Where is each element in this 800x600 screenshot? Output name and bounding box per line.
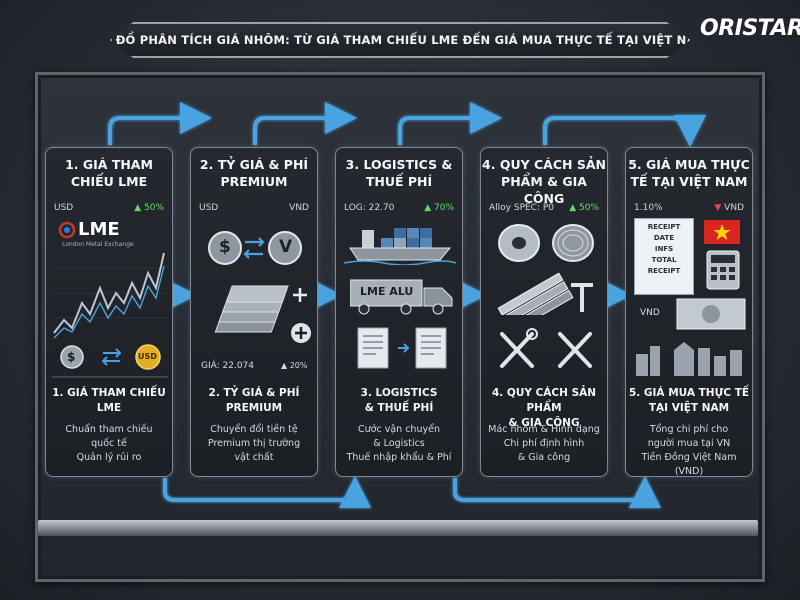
step-5-description: Tổng chi phí cho người mua tại VN Tiền Đ… [641, 424, 737, 477]
step-1-meta-right: ▲ 50% [134, 203, 164, 213]
step-4-meta-right: ▲ 50% [569, 203, 599, 213]
cash-stack-icon [214, 285, 311, 343]
vietnam-flag-icon [704, 220, 740, 244]
step-1-subtitle: 1. GIÁ THAM CHIẾU LME [52, 387, 166, 414]
truck-label: LME ALU [360, 285, 414, 298]
lme-logo-text: LME [78, 219, 120, 240]
price-change: ▲ 20% [281, 361, 308, 370]
usd-coin-label: USD [138, 352, 157, 361]
step-card-4: 4. QUY CÁCH SẢN PHẨM & GIA CÔNG Alloy SP… [480, 147, 608, 477]
step-card-5: 5. GIÁ MUA THỰC TẾ TẠI VIỆT NAM 1.10% ▼ … [625, 147, 753, 477]
step-2-meta-right: VND [289, 203, 309, 213]
step-1-description: Chuẩn tham chiếu quốc tế Quản lý rủi ro [65, 424, 153, 463]
step-4-description: Mác nhôm & Hình dạng Chi phí định hình &… [488, 424, 600, 463]
receipt-icon: RECEIPT DATE INFS TOTAL RECEIPT [634, 218, 694, 295]
step-1-title: 1. GIÁ THAM CHIẾU LME [65, 157, 153, 189]
step-2-title: 2. TỶ GIÁ & PHÍ PREMIUM [199, 157, 309, 189]
dollar-coin-label: $ [67, 350, 76, 364]
price-chart-icon [52, 252, 168, 339]
step-5-subtitle: 5. GIÁ MUA THỰC TẾ TẠI VIỆT NAM [628, 387, 750, 414]
truck-icon [350, 279, 453, 315]
aluminum-coils-icon [498, 224, 594, 262]
step-card-2: 2. TỶ GIÁ & PHÍ PREMIUM USD VND $ V GIÁ:… [190, 147, 318, 477]
step-3-title: 3. LOGISTICS & THUẾ PHÍ [345, 157, 453, 189]
step-5-title: 5. GIÁ MUA THỰC TẾ TẠI VIỆT NAM [628, 157, 750, 189]
lme-caption: London Metal Exchange [62, 241, 134, 248]
vnd-label: VND [640, 308, 660, 318]
documents-icon [357, 327, 447, 369]
base-rail [38, 520, 758, 536]
step-4-subtitle: 4. QUY CÁCH SẢN PHẨM & GIA CÔNG [491, 387, 597, 429]
step-card-3: 3. LOGISTICS & THUẾ PHÍ LOG: 22.70 ▲ 70%… [335, 147, 463, 477]
step-2-subtitle: 2. TỶ GIÁ & PHÍ PREMIUM [208, 387, 300, 414]
step-2-description: Chuyển đổi tiền tệ Premium thị trường vậ… [207, 424, 301, 463]
brand-name: ORISTAR [700, 15, 800, 41]
price-label: GIÁ: 22.074 [201, 361, 255, 371]
step-3-subtitle: 3. LOGISTICS & THUẾ PHÍ [360, 387, 438, 414]
banknote-icon [676, 298, 746, 330]
tools-icon [500, 328, 592, 368]
step-3-meta-right: ▲ 70% [424, 203, 454, 213]
step-card-1: 1. GIÁ THAM CHIẾU LME USD ▲ 50% LME Lond… [45, 147, 173, 477]
step-1-meta-left: USD [54, 203, 74, 213]
dollar-coin-label: $ [219, 237, 231, 257]
step-5-meta-right: ▼ VND [714, 203, 744, 213]
aluminum-bars-icon [497, 272, 593, 315]
calculator-icon [706, 250, 740, 290]
title-banner: SƠ ĐỒ PHÂN TÍCH GIÁ NHÔM: TỪ GIÁ THAM CH… [110, 22, 690, 58]
step-3-meta-left: LOG: 22.70 [344, 203, 395, 213]
cargo-ship-icon [344, 228, 456, 265]
step-1-divider [52, 376, 168, 378]
currency-conversion-icon [208, 231, 302, 265]
diagram-title: SƠ ĐỒ PHÂN TÍCH GIÁ NHÔM: TỪ GIÁ THAM CH… [92, 33, 708, 47]
step-2-meta-left: USD [199, 203, 219, 213]
step-4-title: 4. QUY CÁCH SẢN PHẨM & GIA CÔNG [482, 157, 606, 206]
step-5-meta-left: 1.10% [634, 203, 663, 213]
brand-logo: ORISTAR [700, 6, 800, 50]
currency-exchange-icon [60, 344, 161, 370]
vnd-coin-label: V [279, 237, 293, 257]
city-skyline-icon [636, 342, 742, 376]
lme-logo: LME London Metal Exchange [58, 218, 158, 252]
step-3-description: Cước vận chuyển & Logistics Thuế nhập kh… [346, 424, 452, 463]
step-4-meta-left: Alloy SPEC: P0 [489, 203, 555, 213]
